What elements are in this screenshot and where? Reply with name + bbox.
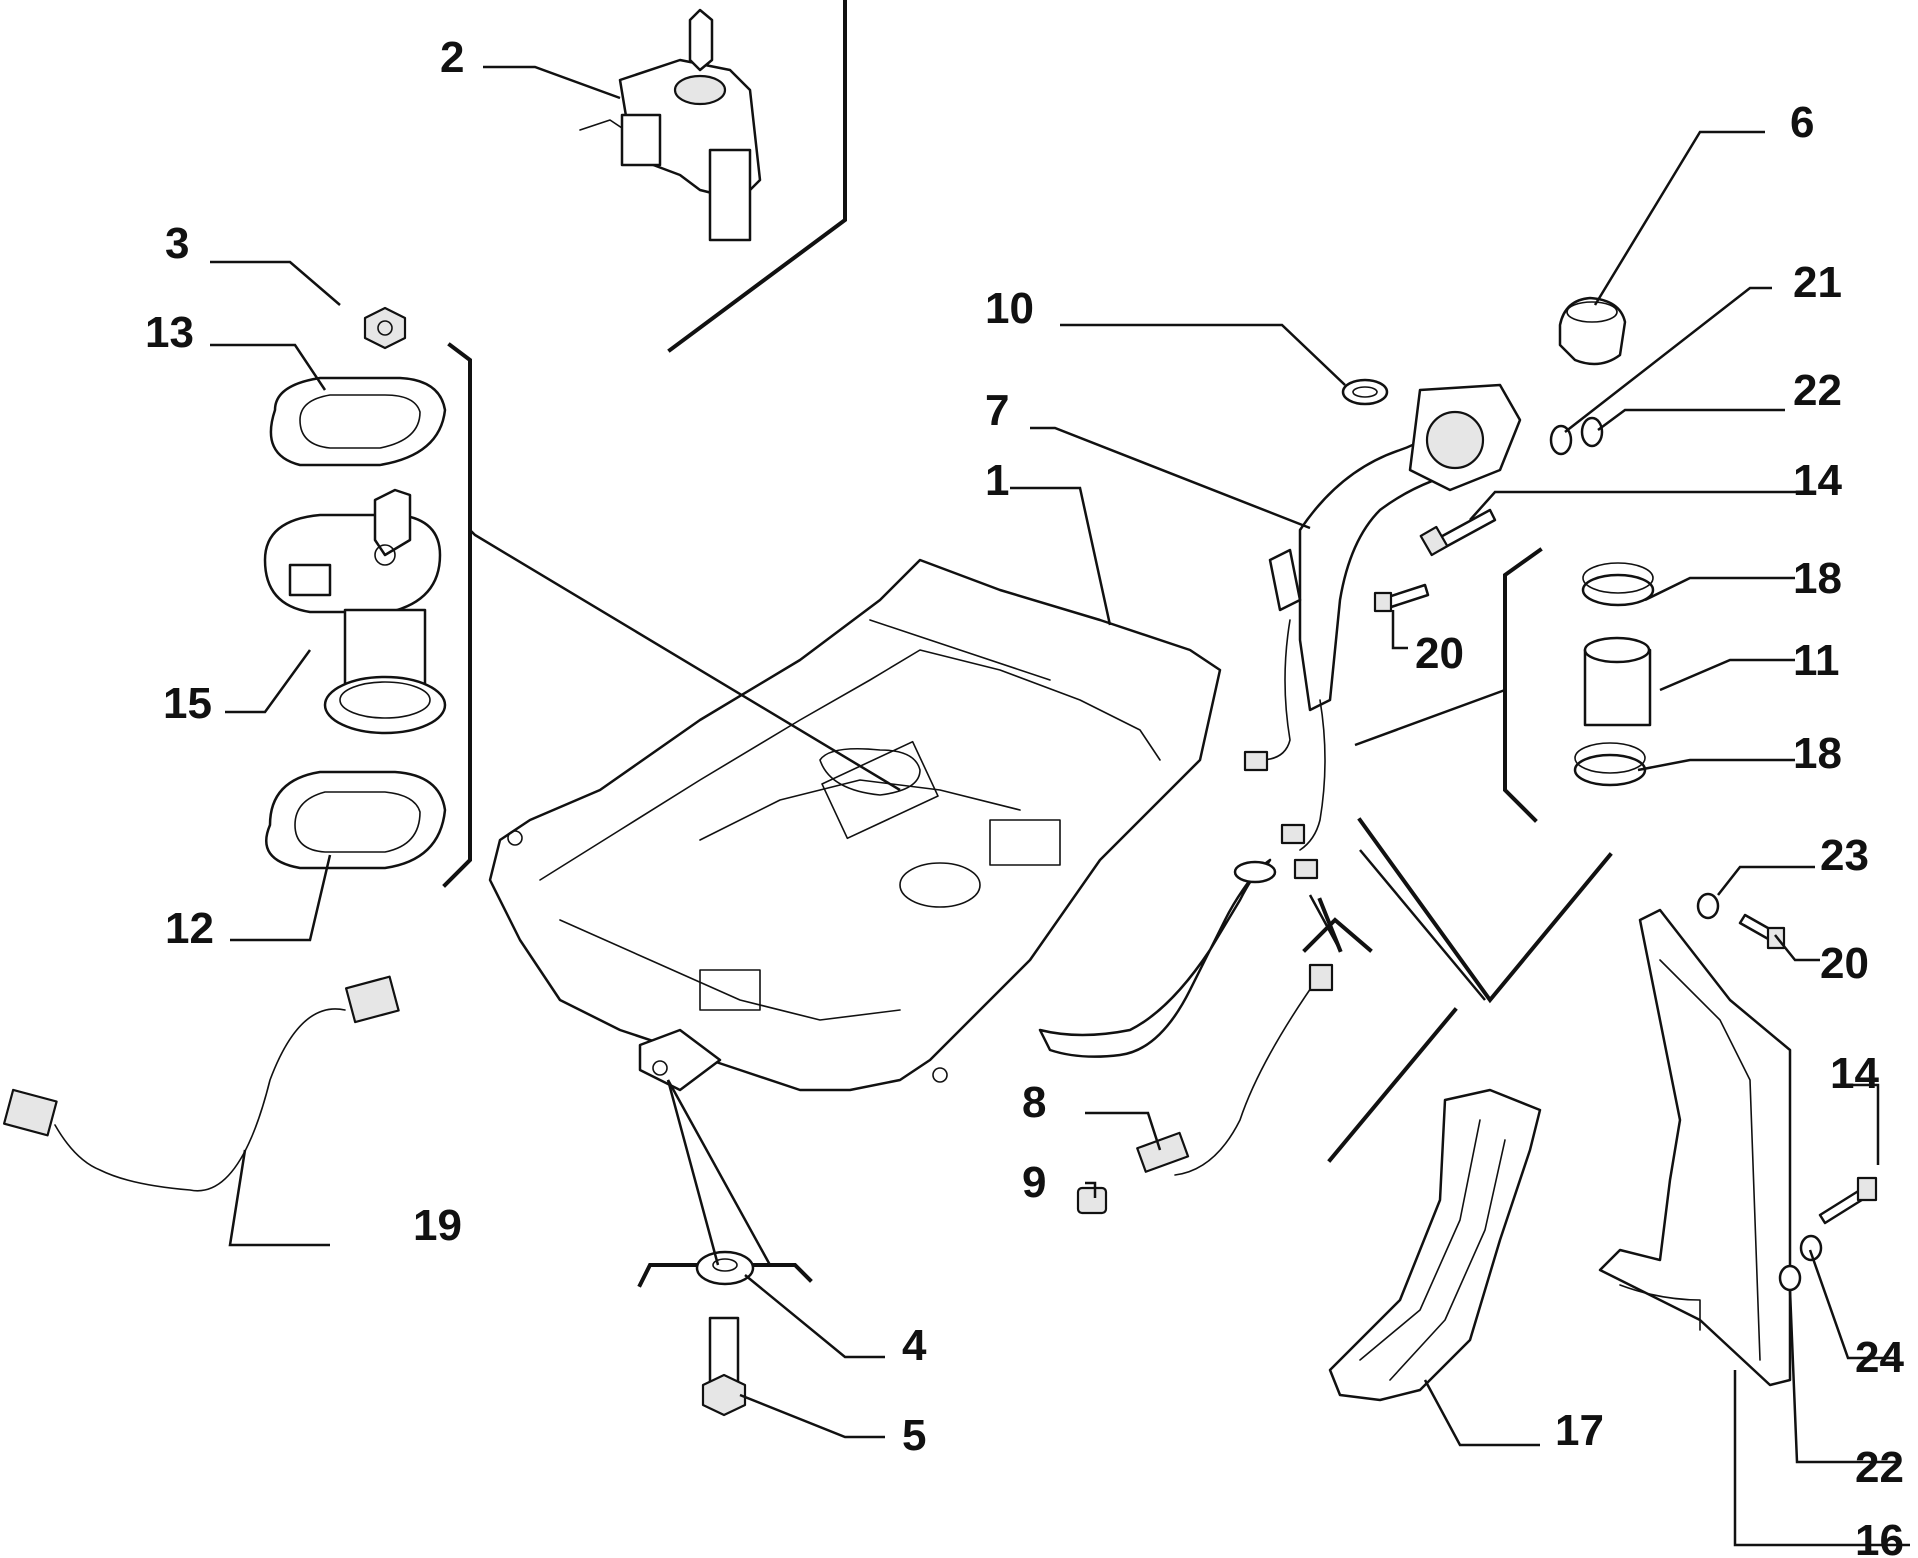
callout-16: 16 [1855, 1516, 1904, 1558]
callout-1: 1 [985, 456, 1009, 505]
part-10-hose-clip [1341, 378, 1389, 406]
callout-3: 3 [165, 219, 189, 268]
bolt-14-right [1818, 1176, 1878, 1225]
part-18-clamp-bottom [1573, 742, 1647, 787]
callout-21: 21 [1793, 258, 1842, 307]
part-7-filler-neck [1243, 383, 1522, 880]
part-17-heat-shield [1328, 1088, 1542, 1402]
callout-8: 8 [1022, 1078, 1046, 1127]
part-1-fuel-tank [488, 558, 1222, 1092]
tank-outlet-pipe [1038, 858, 1277, 1058]
washers-21-22 [1549, 416, 1604, 456]
part-8-fuel-hose [1136, 963, 1334, 1176]
callout-17: 17 [1555, 1406, 1604, 1455]
part-19-wiring-harness [2, 975, 400, 1192]
callout-10: 10 [985, 284, 1034, 333]
callout-23: 23 [1820, 831, 1869, 880]
bolt-20-right [1738, 913, 1786, 950]
part-4-washer [695, 1250, 755, 1286]
callout-14-top: 14 [1793, 456, 1842, 505]
callout-11: 11 [1793, 636, 1840, 685]
callout-5: 5 [902, 1411, 926, 1460]
part-20-bolt [1373, 583, 1430, 613]
part-18-clamp-top [1581, 562, 1655, 607]
part-14-bolt [1419, 508, 1497, 557]
callout-22-top: 22 [1793, 366, 1842, 415]
callout-19: 19 [413, 1201, 462, 1250]
leader-lines [210, 65, 1910, 1547]
callout-24: 24 [1855, 1333, 1904, 1382]
callout-18-bottom: 18 [1793, 729, 1842, 778]
part-13-gasket [269, 376, 447, 467]
part-3-nut [363, 306, 407, 350]
section-frames [442, 0, 1613, 1288]
callout-4: 4 [902, 1321, 927, 1370]
callout-7: 7 [985, 386, 1009, 435]
callout-13: 13 [145, 308, 194, 357]
callout-9: 9 [1022, 1158, 1046, 1207]
callout-22-right: 22 [1855, 1443, 1904, 1492]
callout-14-right: 14 [1830, 1049, 1879, 1098]
callout-20-top: 20 [1415, 629, 1464, 678]
callout-20-right: 20 [1820, 939, 1869, 988]
callout-6: 6 [1790, 98, 1814, 147]
part-16-heat-shield [1598, 908, 1792, 1387]
washer-23 [1696, 892, 1720, 920]
part-2-canister-bracket [579, 8, 762, 242]
part-9-plug [1076, 1186, 1108, 1215]
part-11-hose [1583, 636, 1652, 727]
callout-12: 12 [165, 904, 214, 953]
callout-18-top: 18 [1793, 554, 1842, 603]
callout-labels: 2 3 13 15 12 19 1 7 10 6 21 22 14 20 18 … [145, 33, 1904, 1558]
part-15-fuel-pump [263, 488, 447, 735]
callout-2: 2 [440, 33, 464, 82]
part-12-gasket [265, 770, 447, 870]
part-6-fuel-cap [1558, 296, 1627, 366]
part-5-bolt [701, 1316, 747, 1417]
callout-15: 15 [163, 679, 212, 728]
